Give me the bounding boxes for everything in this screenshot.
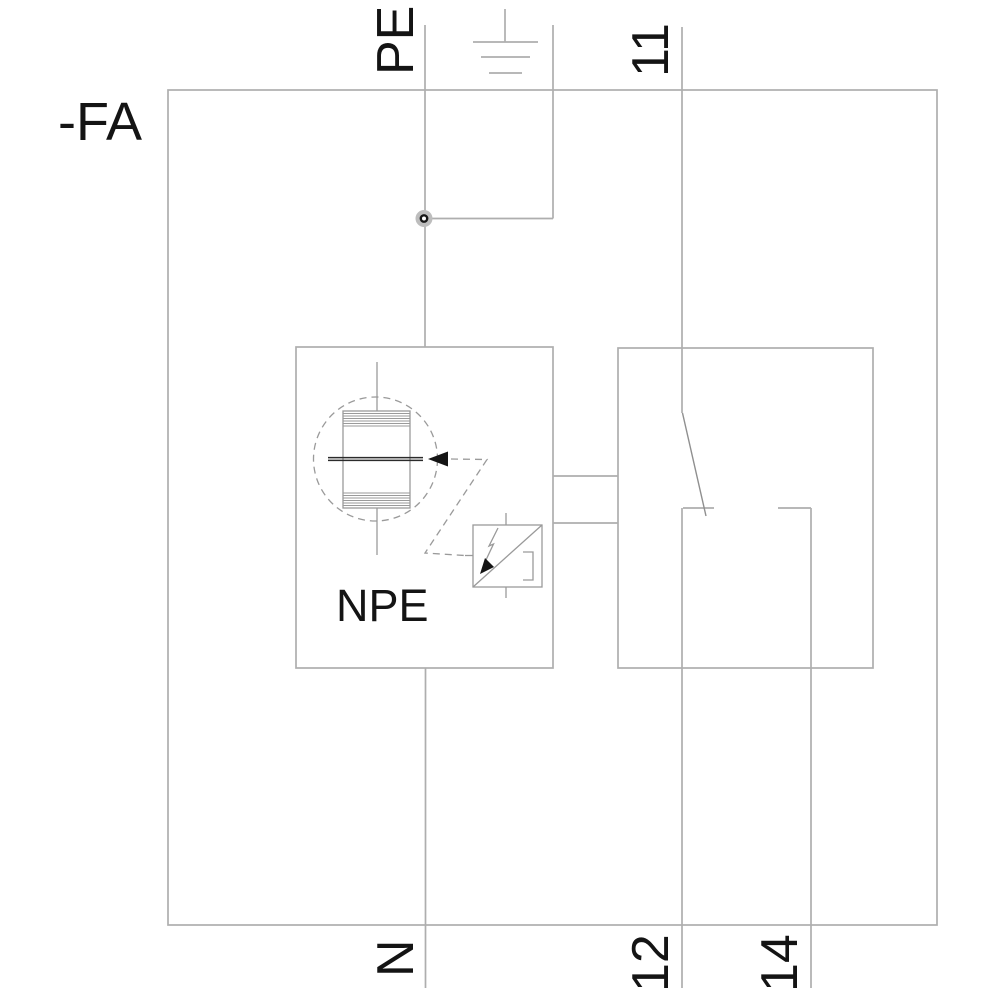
electrode-hatch-top xyxy=(343,413,410,427)
terminal-label-11: 11 xyxy=(622,23,680,77)
npe-arrester-box xyxy=(295,346,554,669)
junction-dot-icon xyxy=(415,210,433,227)
device-label: -FA xyxy=(58,92,142,152)
contact-bracket-icon xyxy=(523,551,534,581)
spark-gap-arrester-icon xyxy=(312,362,448,555)
terminal-label-14: 14 xyxy=(751,934,809,992)
electrode-hatch-bottom xyxy=(343,492,410,506)
earth-ground-icon xyxy=(473,9,538,74)
surge-disconnect-indicator-icon xyxy=(472,513,543,598)
lightning-bolt-icon xyxy=(484,527,499,562)
remote-contact-box xyxy=(617,347,874,669)
actuator-arrow-icon xyxy=(428,451,448,467)
terminal-label-12: 12 xyxy=(622,934,680,992)
changeover-contact-icon xyxy=(681,412,811,517)
component-label-npe: NPE xyxy=(336,580,429,631)
terminal-label-pe: PE xyxy=(367,6,425,75)
bolt-arrowhead-icon xyxy=(480,558,494,574)
terminal-label-n: N xyxy=(367,939,425,977)
mechanical-linkage-dashes xyxy=(423,458,489,557)
